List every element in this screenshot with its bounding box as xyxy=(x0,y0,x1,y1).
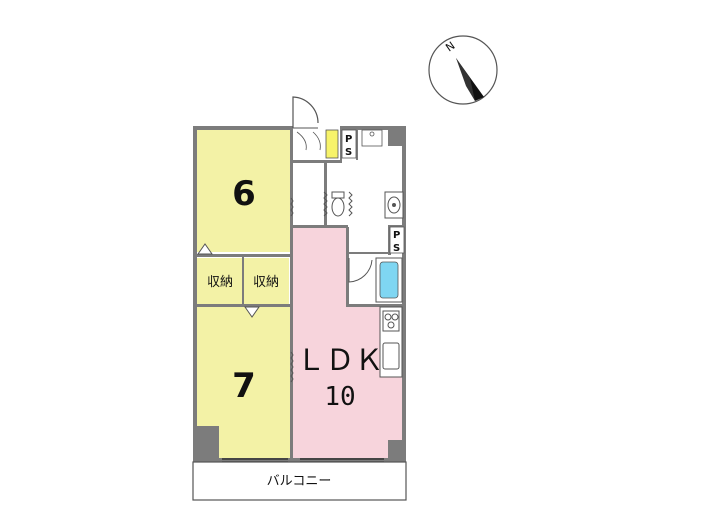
compass-arrow-icon xyxy=(456,58,484,101)
toilet-icon xyxy=(331,191,345,217)
balcony-area xyxy=(192,461,407,501)
ps-top-label-s: S xyxy=(345,147,352,158)
entrance-door xyxy=(292,96,319,129)
washbasin-icon xyxy=(384,191,404,219)
outer-walls xyxy=(193,126,406,462)
closet-door-marks xyxy=(197,243,260,318)
bedroom-6-area xyxy=(195,128,292,252)
kitchen-counter xyxy=(379,306,403,378)
storage-left-area xyxy=(197,258,242,304)
ps-right-box xyxy=(389,226,405,254)
ps-right-label-p: P xyxy=(393,230,400,241)
ps-right-label-s: S xyxy=(393,243,400,254)
ps-top-label-p: P xyxy=(345,134,352,145)
balcony-label: バルコニー xyxy=(267,474,332,489)
ldk-area xyxy=(292,227,405,458)
closet-doors-icon xyxy=(296,131,321,151)
closet-accent xyxy=(325,129,339,159)
bedroom-6-label: 6 xyxy=(232,174,256,214)
stove-icon xyxy=(382,310,400,332)
bath-door xyxy=(348,258,373,283)
washer-pan xyxy=(361,129,383,147)
compass: N xyxy=(428,35,498,105)
storage-right-label: 収納 xyxy=(253,275,279,290)
ps-top-box xyxy=(341,129,357,159)
ldk-label: ＬＤＫ xyxy=(296,343,383,377)
sink-icon xyxy=(382,342,400,370)
sliding-doors xyxy=(290,191,353,383)
bedroom-7-label: 7 xyxy=(232,366,256,406)
ldk-size-label: 10 xyxy=(324,382,355,412)
storage-left-label: 収納 xyxy=(207,275,233,290)
storage-right-area xyxy=(244,258,289,304)
bathtub-icon xyxy=(375,257,403,303)
